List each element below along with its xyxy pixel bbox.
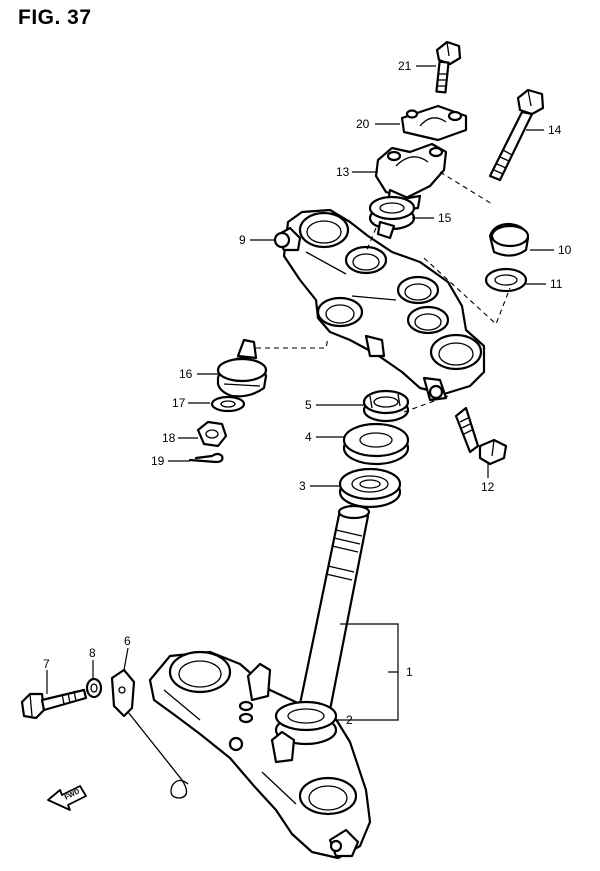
part-14-bolt xyxy=(488,88,545,182)
part-19-cotter-pin xyxy=(188,452,224,464)
fwd-direction-marker: FWD xyxy=(47,785,87,811)
leader-lines xyxy=(46,65,554,721)
part-21-bolt xyxy=(435,40,462,94)
part-4-dust-seal xyxy=(342,422,410,466)
part-20-clamp-cap xyxy=(400,104,468,142)
callout-16: 16 xyxy=(179,367,193,381)
callout-4: 4 xyxy=(305,430,312,444)
callout-20: 20 xyxy=(356,117,370,131)
callout-15: 15 xyxy=(438,211,452,225)
part-12-pinch-bolt xyxy=(454,406,508,466)
part-17-washer xyxy=(210,395,246,413)
assembly-lines xyxy=(256,171,511,413)
part-15-damper xyxy=(368,195,416,240)
upper-bracket xyxy=(273,208,486,402)
callout-6: 6 xyxy=(124,634,131,648)
part-5-steering-nut xyxy=(362,389,410,423)
callout-1: 1 xyxy=(406,665,413,679)
callout-10: 10 xyxy=(558,243,572,257)
callout-12: 12 xyxy=(481,480,495,494)
callout-3: 3 xyxy=(299,479,306,493)
callout-17: 17 xyxy=(172,396,186,410)
part-10-cap xyxy=(488,222,530,257)
part-3-bearing xyxy=(338,467,402,509)
lower-bracket-stem xyxy=(148,504,372,860)
callout-labels: 21 20 14 13 15 9 10 11 16 17 18 19 5 4 3… xyxy=(43,59,572,727)
callout-18: 18 xyxy=(162,431,176,445)
part-11-washer xyxy=(484,267,528,293)
callout-2: 2 xyxy=(346,713,353,727)
callout-7: 7 xyxy=(43,657,50,671)
part-16-damper xyxy=(216,338,268,398)
part-8-washer xyxy=(85,677,103,699)
callout-21: 21 xyxy=(398,59,412,73)
callout-11: 11 xyxy=(550,277,563,291)
callout-19: 19 xyxy=(151,454,165,468)
callout-8: 8 xyxy=(89,646,96,660)
callout-14: 14 xyxy=(548,123,562,137)
callout-5: 5 xyxy=(305,398,312,412)
callout-13: 13 xyxy=(336,165,350,179)
part-18-nut xyxy=(196,420,228,448)
figure-title: FIG. 37 xyxy=(18,6,92,29)
callout-9: 9 xyxy=(239,233,246,247)
part-7-bolt xyxy=(20,688,88,720)
